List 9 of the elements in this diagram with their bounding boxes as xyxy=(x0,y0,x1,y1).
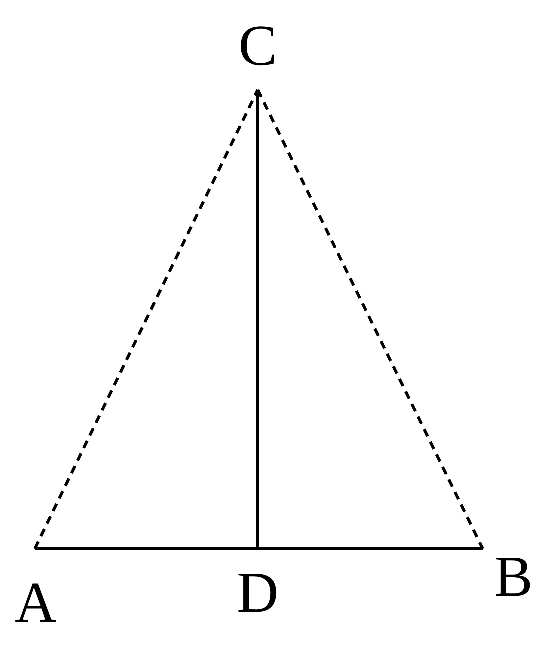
line-segment xyxy=(256,90,260,549)
point-label: B xyxy=(494,555,533,599)
dashed-line xyxy=(256,89,484,550)
dashed-line xyxy=(34,89,260,550)
point-label: A xyxy=(15,581,57,625)
line-segment xyxy=(258,548,483,550)
point-label: C xyxy=(238,24,278,68)
point-label: D xyxy=(237,571,279,615)
line-segment xyxy=(35,548,258,550)
